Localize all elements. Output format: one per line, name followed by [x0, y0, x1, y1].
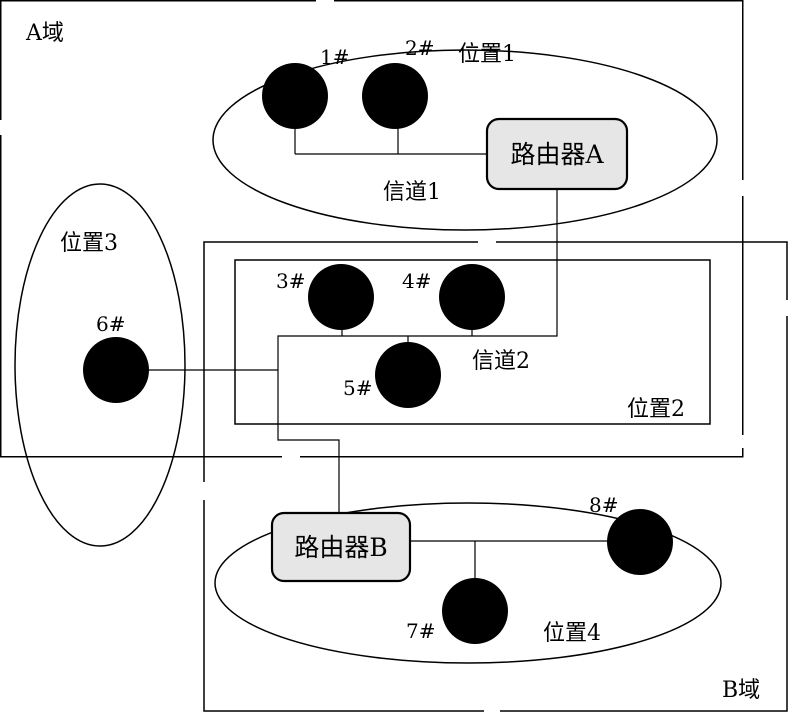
- node-5-label: 5#: [343, 376, 372, 400]
- node-6: [83, 337, 149, 403]
- node-1-label: 1#: [320, 45, 349, 69]
- router-a-label: 路由器A: [510, 140, 604, 169]
- node-3-label: 3#: [276, 269, 305, 293]
- location-2-box: [234, 259, 711, 425]
- router-b-box: [270, 511, 412, 583]
- node-7-label: 7#: [406, 619, 435, 643]
- node-4: [439, 264, 505, 330]
- node-8-label: 8#: [589, 493, 618, 517]
- domain-a-frame: [0, 0, 744, 458]
- location-3-label: 位置3: [60, 231, 118, 256]
- node-6-label: 6#: [96, 312, 125, 336]
- router-a-box: [485, 117, 629, 191]
- location-4-ellipse: [214, 502, 722, 664]
- location-4-label: 位置4: [543, 621, 601, 646]
- location-1-ellipse: [212, 49, 718, 231]
- channel-2-label: 信道2: [472, 349, 530, 374]
- location-2-label: 位置2: [627, 397, 685, 422]
- router-b-label: 路由器B: [294, 533, 387, 562]
- domain-a-label: A域: [25, 21, 64, 46]
- node-5: [375, 342, 441, 408]
- node-3: [308, 264, 374, 330]
- location-1-label: 位置1: [458, 42, 516, 67]
- location-3-ellipse: [14, 183, 186, 547]
- node-4-label: 4#: [402, 269, 431, 293]
- domain-b-label: B域: [722, 678, 760, 703]
- backbone-wire: [277, 190, 558, 513]
- node-2: [362, 63, 428, 129]
- node-2-label: 2#: [405, 36, 434, 60]
- node-1: [262, 63, 328, 129]
- node-8: [607, 509, 673, 575]
- channel-1-label: 信道1: [383, 180, 441, 205]
- node-7: [442, 578, 508, 644]
